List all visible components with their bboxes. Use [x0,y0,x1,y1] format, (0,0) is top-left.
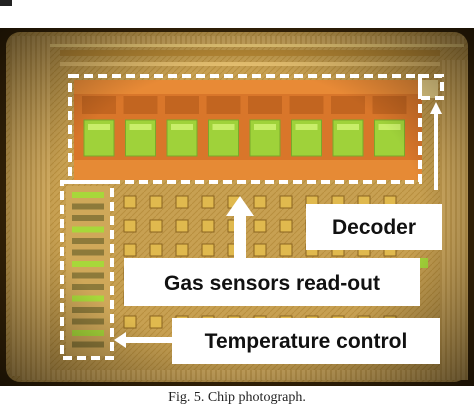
gas-sensors-label-box [124,258,420,306]
figure-edge [0,0,12,6]
arrows [114,102,442,348]
gas-sensors-arrow [226,196,254,258]
temperature-arrow [114,332,180,348]
gas-sensors-label: Gas sensors read-out [164,272,380,295]
temperature-label: Temperature control [205,330,408,353]
highlight-outlines [60,74,444,360]
decoder-outline [418,74,444,100]
temperature-label-box [172,318,440,364]
decoder-label: Decoder [332,216,416,239]
labels: Decoder Gas sensors read-out Temperature… [124,204,442,364]
decoder-arrow [430,102,442,190]
decoder-label-box [306,204,442,250]
gas-sensors-outline [68,74,422,184]
temperature-outline [60,180,114,360]
figure-caption: Fig. 5. Chip photograph. [168,390,306,405]
